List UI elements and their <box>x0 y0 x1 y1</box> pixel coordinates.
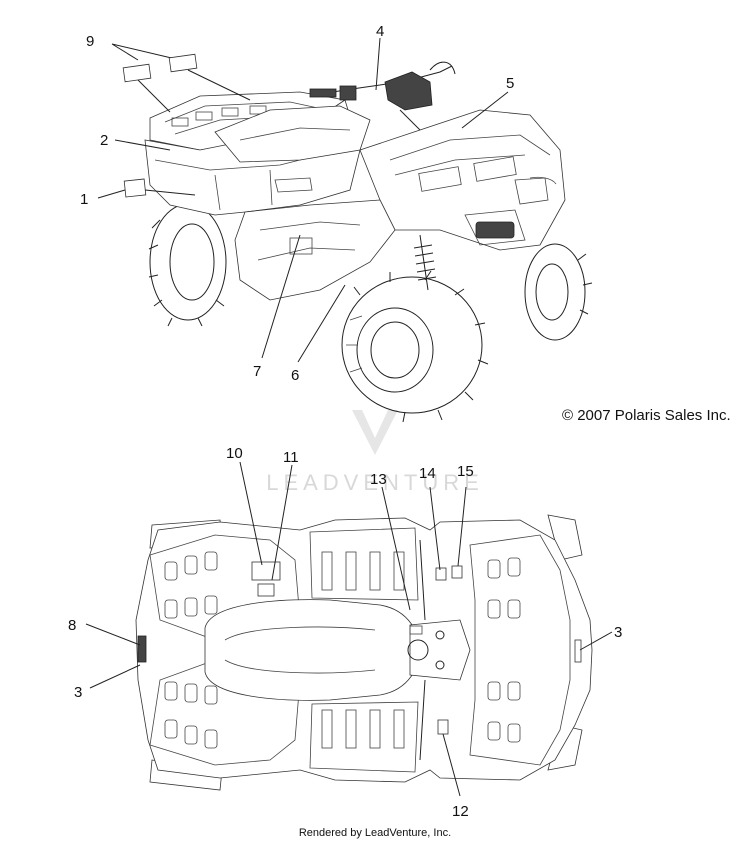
callout-15: 15 <box>457 463 474 480</box>
decal-14 <box>435 567 447 581</box>
decal-3-front <box>574 639 582 663</box>
watermark-text: LEADVENTURE <box>266 470 484 495</box>
callout-5: 5 <box>506 75 514 92</box>
seat-top <box>204 599 421 701</box>
front-rack-slots <box>487 557 521 743</box>
copyright-notice: © 2007 Polaris Sales Inc. <box>562 407 731 424</box>
rear-rack-slots <box>164 551 218 749</box>
decal-10 <box>251 561 281 581</box>
handlebars <box>309 61 456 131</box>
callout-3-left: 3 <box>74 684 82 701</box>
front-fender <box>359 109 566 251</box>
front-left-wheel <box>341 270 489 423</box>
decal-12 <box>437 719 449 735</box>
front-right-wheel <box>524 243 593 341</box>
front-shock <box>413 234 437 291</box>
handlebar-console <box>407 539 471 761</box>
seat <box>214 105 371 163</box>
callout-labels: 9 4 5 2 1 7 6 10 11 13 14 15 8 3 3 12 <box>68 23 622 820</box>
decal-11 <box>257 583 275 597</box>
callout-leaders-top <box>97 37 509 363</box>
watermark: LEADVENTURE <box>266 410 484 495</box>
atv-perspective-view <box>144 61 593 423</box>
callout-2: 2 <box>100 132 108 149</box>
atv-top-down-view <box>135 514 593 791</box>
callout-6: 6 <box>291 367 299 384</box>
callout-3-right: 3 <box>614 624 622 641</box>
callout-11: 11 <box>283 449 299 466</box>
callout-12: 12 <box>452 803 469 820</box>
callout-leaders-bottom <box>85 461 613 797</box>
footwells <box>309 527 419 773</box>
footer-credit: Rendered by LeadVenture, Inc. <box>299 827 451 839</box>
callout-1: 1 <box>80 191 88 208</box>
rear-left-wheel <box>148 203 227 327</box>
callout-7: 7 <box>253 363 261 380</box>
callout-8: 8 <box>68 617 76 634</box>
callout-10: 10 <box>226 445 243 462</box>
callout-4: 4 <box>376 23 384 40</box>
callout-14: 14 <box>419 465 436 482</box>
callout-13: 13 <box>370 471 387 488</box>
decal-15 <box>451 565 463 579</box>
callout-9: 9 <box>86 33 94 50</box>
side-panel <box>234 199 396 301</box>
decal-8 <box>137 635 147 663</box>
front-rack-top <box>469 534 571 766</box>
